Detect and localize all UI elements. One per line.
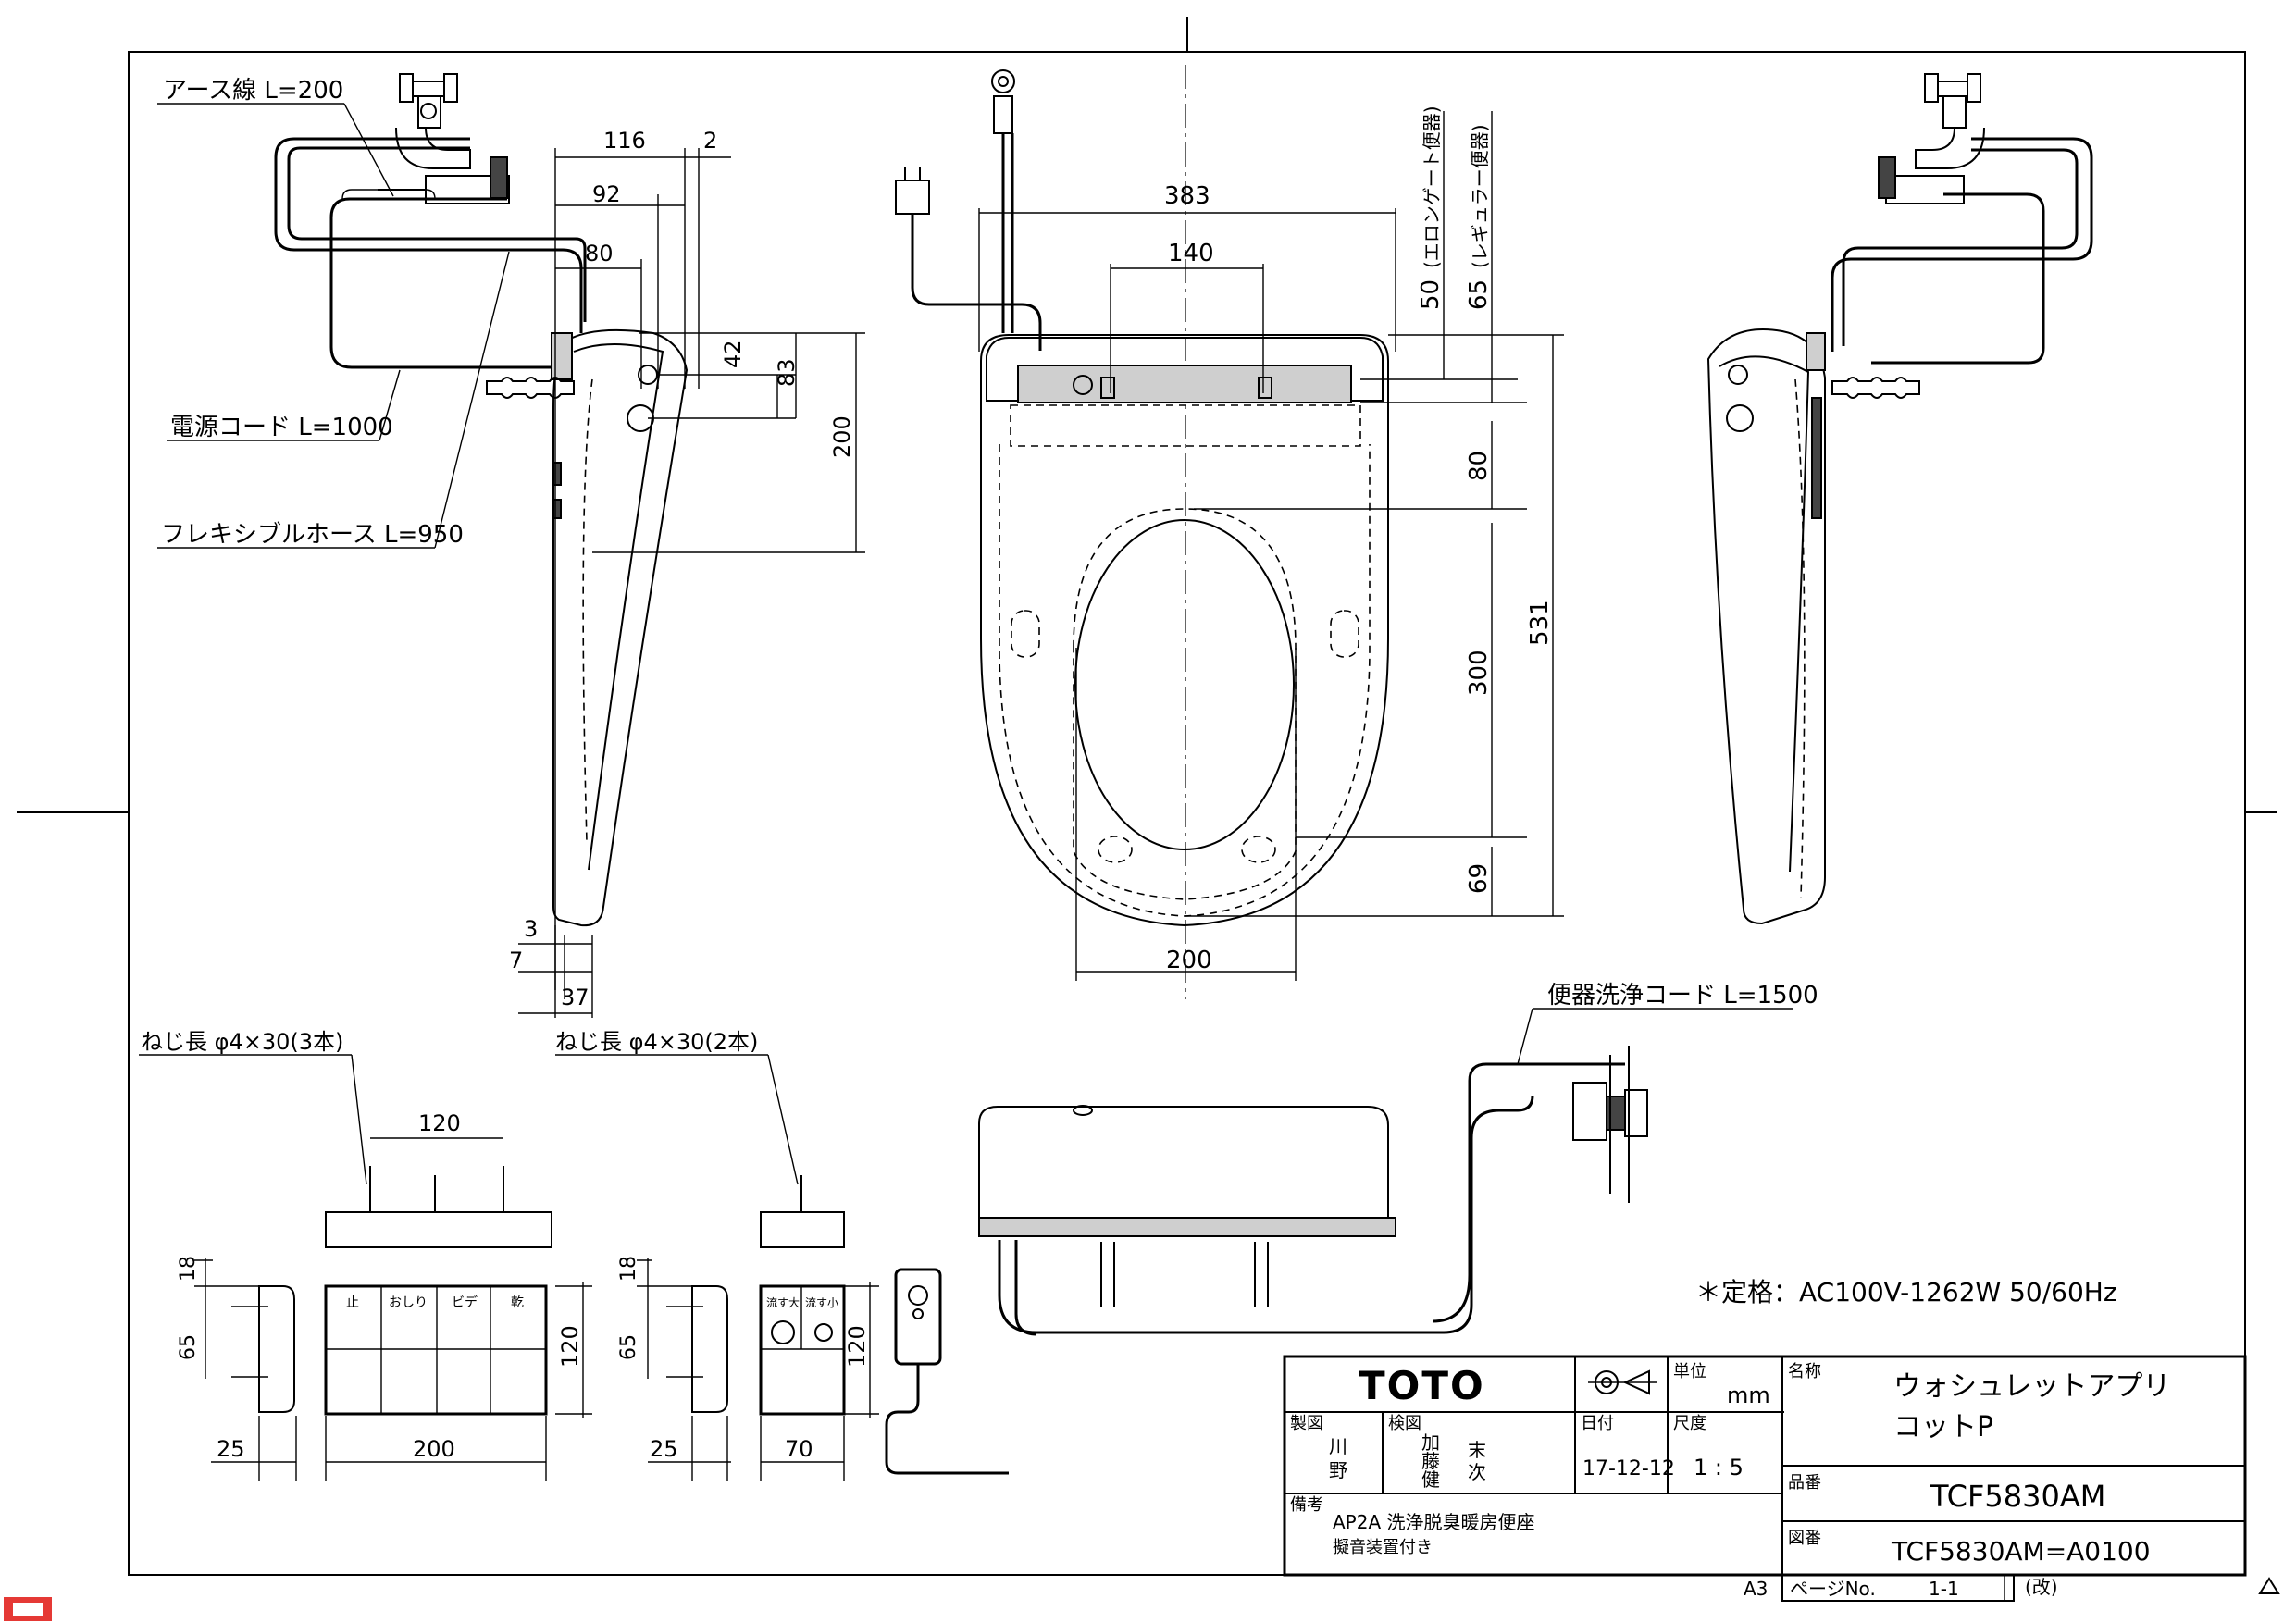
dim-116: 116 <box>603 128 646 154</box>
earth-wire-label: アース線 L=200 <box>163 77 343 105</box>
dim-80: 80 <box>585 241 614 266</box>
flush-cord-label: 便器洗浄コード L=1500 <box>1547 982 1818 1010</box>
remote-btn-flush-small: 流す小 <box>805 1296 838 1309</box>
scale-value: 1 : 5 <box>1694 1455 1744 1481</box>
checker-1a: 加 <box>1421 1431 1440 1454</box>
dim-120-flush-v: 120 <box>844 1325 870 1368</box>
checker-1b: 藤 <box>1421 1450 1440 1472</box>
dim-18-right: 18 <box>617 1256 640 1282</box>
remote-control <box>324 1284 548 1416</box>
screw-right-label: ねじ長 φ4×30(2本) <box>555 1029 758 1055</box>
remote-btn-oshiri: おしり <box>389 1295 428 1310</box>
left-side-view <box>274 73 689 927</box>
remote-btn-bidet: ビデ <box>452 1295 478 1310</box>
dim-120-screws: 120 <box>418 1110 461 1136</box>
right-side-view <box>1706 73 2093 925</box>
dim-50-note: (エロンゲート便器) <box>1421 105 1443 268</box>
notes-label: 備考 <box>1290 1495 1323 1515</box>
top-view <box>895 65 1389 999</box>
revision-label: (改) <box>2025 1576 2058 1598</box>
date-label: 日付 <box>1581 1414 1614 1433</box>
dim-120-remote-v: 120 <box>557 1325 583 1368</box>
part-label: 品番 <box>1788 1473 1821 1493</box>
dim-25-left: 25 <box>217 1436 245 1462</box>
note-2: 擬音装置付き <box>1333 1538 1433 1557</box>
remote-btn-stop: 止 <box>346 1295 359 1310</box>
left-callouts: アース線 L=200 電源コード L=1000 フレキシブルホース L=950 <box>157 77 510 549</box>
left-dimensions: 116 2 92 80 42 83 200 3 7 37 <box>509 128 865 1018</box>
dim-37: 37 <box>561 985 590 1010</box>
note-1: AP2A 洗浄脱臭暖房便座 <box>1333 1511 1535 1533</box>
toto-logo: TOTO <box>1359 1363 1485 1408</box>
checker-2b: 次 <box>1468 1461 1486 1483</box>
dim-300: 300 <box>1465 650 1493 696</box>
power-cord-label: 電源コード L=1000 <box>170 414 393 441</box>
dim-92: 92 <box>592 181 621 207</box>
dim-65: 65 <box>1465 279 1493 310</box>
sheet-size: A3 <box>1744 1578 1768 1600</box>
dim-200-vertical: 200 <box>829 415 855 458</box>
projection-symbol <box>1588 1369 1657 1395</box>
drawn-by-1: 川 <box>1329 1435 1347 1457</box>
checker-1c: 健 <box>1421 1468 1440 1491</box>
dim-2: 2 <box>703 128 717 154</box>
title-block: TOTO 単位 mm 製図 川 野 検図 加 藤 健 末 次 日付 17-12-… <box>1283 1355 2247 1602</box>
drawn-label: 製図 <box>1290 1414 1323 1433</box>
check-label: 検図 <box>1388 1414 1421 1433</box>
dim-200-remote: 200 <box>413 1436 455 1462</box>
unit-value: mm <box>1727 1382 1770 1408</box>
product-name-line2: コットP <box>1893 1411 1993 1443</box>
dim-83: 83 <box>774 358 800 387</box>
dim-25-right: 25 <box>650 1436 678 1462</box>
dim-50: 50 <box>1417 279 1445 310</box>
drawing-border <box>128 51 2246 1576</box>
drawing-no-label: 図番 <box>1788 1529 1821 1548</box>
part-number: TCF5830AM <box>1930 1479 2105 1514</box>
dim-200-horizontal: 200 <box>1166 947 1212 974</box>
dim-69: 69 <box>1465 863 1493 894</box>
remote-section: ねじ長 φ4×30(3本) ねじ長 φ4×30(2本) 120 18 65 25… <box>139 1029 879 1481</box>
corner-logo <box>4 1597 52 1621</box>
name-label: 名称 <box>1788 1362 1821 1381</box>
dim-7: 7 <box>509 948 523 973</box>
page-number: 1-1 <box>1929 1578 1959 1600</box>
unit-label: 単位 <box>1673 1362 1706 1381</box>
drawn-by-2: 野 <box>1329 1459 1347 1481</box>
dim-80-top: 80 <box>1465 451 1493 481</box>
dim-3: 3 <box>524 916 538 942</box>
flush-remote <box>759 1284 846 1416</box>
page-label: ページNo. <box>1790 1578 1876 1600</box>
dim-65-right: 65 <box>617 1334 640 1360</box>
top-view-dimensions: 383 140 50 (エロンゲート便器) 65 (レギュラー便器) 80 30… <box>978 105 1564 981</box>
scale-label: 尺度 <box>1673 1414 1706 1433</box>
dim-18-left: 18 <box>177 1256 200 1282</box>
product-name-line1: ウォシュレットアプリ <box>1893 1370 2170 1403</box>
dim-42: 42 <box>720 340 746 368</box>
screw-left-label: ねじ長 φ4×30(3本) <box>141 1029 343 1055</box>
dim-140: 140 <box>1168 240 1214 267</box>
dim-531: 531 <box>1526 600 1554 646</box>
remote-btn-dry: 乾 <box>511 1295 524 1310</box>
remote-btn-flush-large: 流す大 <box>766 1296 800 1309</box>
revision-triangle <box>2258 1577 2280 1594</box>
date-value: 17-12-12 <box>1582 1457 1675 1481</box>
rating-label: ＊定格：AC100V-1262W 50/60Hz <box>1695 1277 2117 1307</box>
drawing-number: TCF5830AM=A0100 <box>1891 1536 2151 1567</box>
dim-65-note: (レギュラー便器) <box>1469 124 1491 268</box>
dim-383: 383 <box>1164 182 1210 210</box>
front-view: 便器洗浄コード L=1500 ＊定格：AC100V-1262W 50/60Hz <box>885 982 2117 1475</box>
dim-65-left: 65 <box>177 1334 200 1360</box>
dim-70: 70 <box>785 1436 813 1462</box>
flex-hose-label: フレキシブルホース L=950 <box>161 521 464 549</box>
checker-2a: 末 <box>1468 1439 1486 1461</box>
